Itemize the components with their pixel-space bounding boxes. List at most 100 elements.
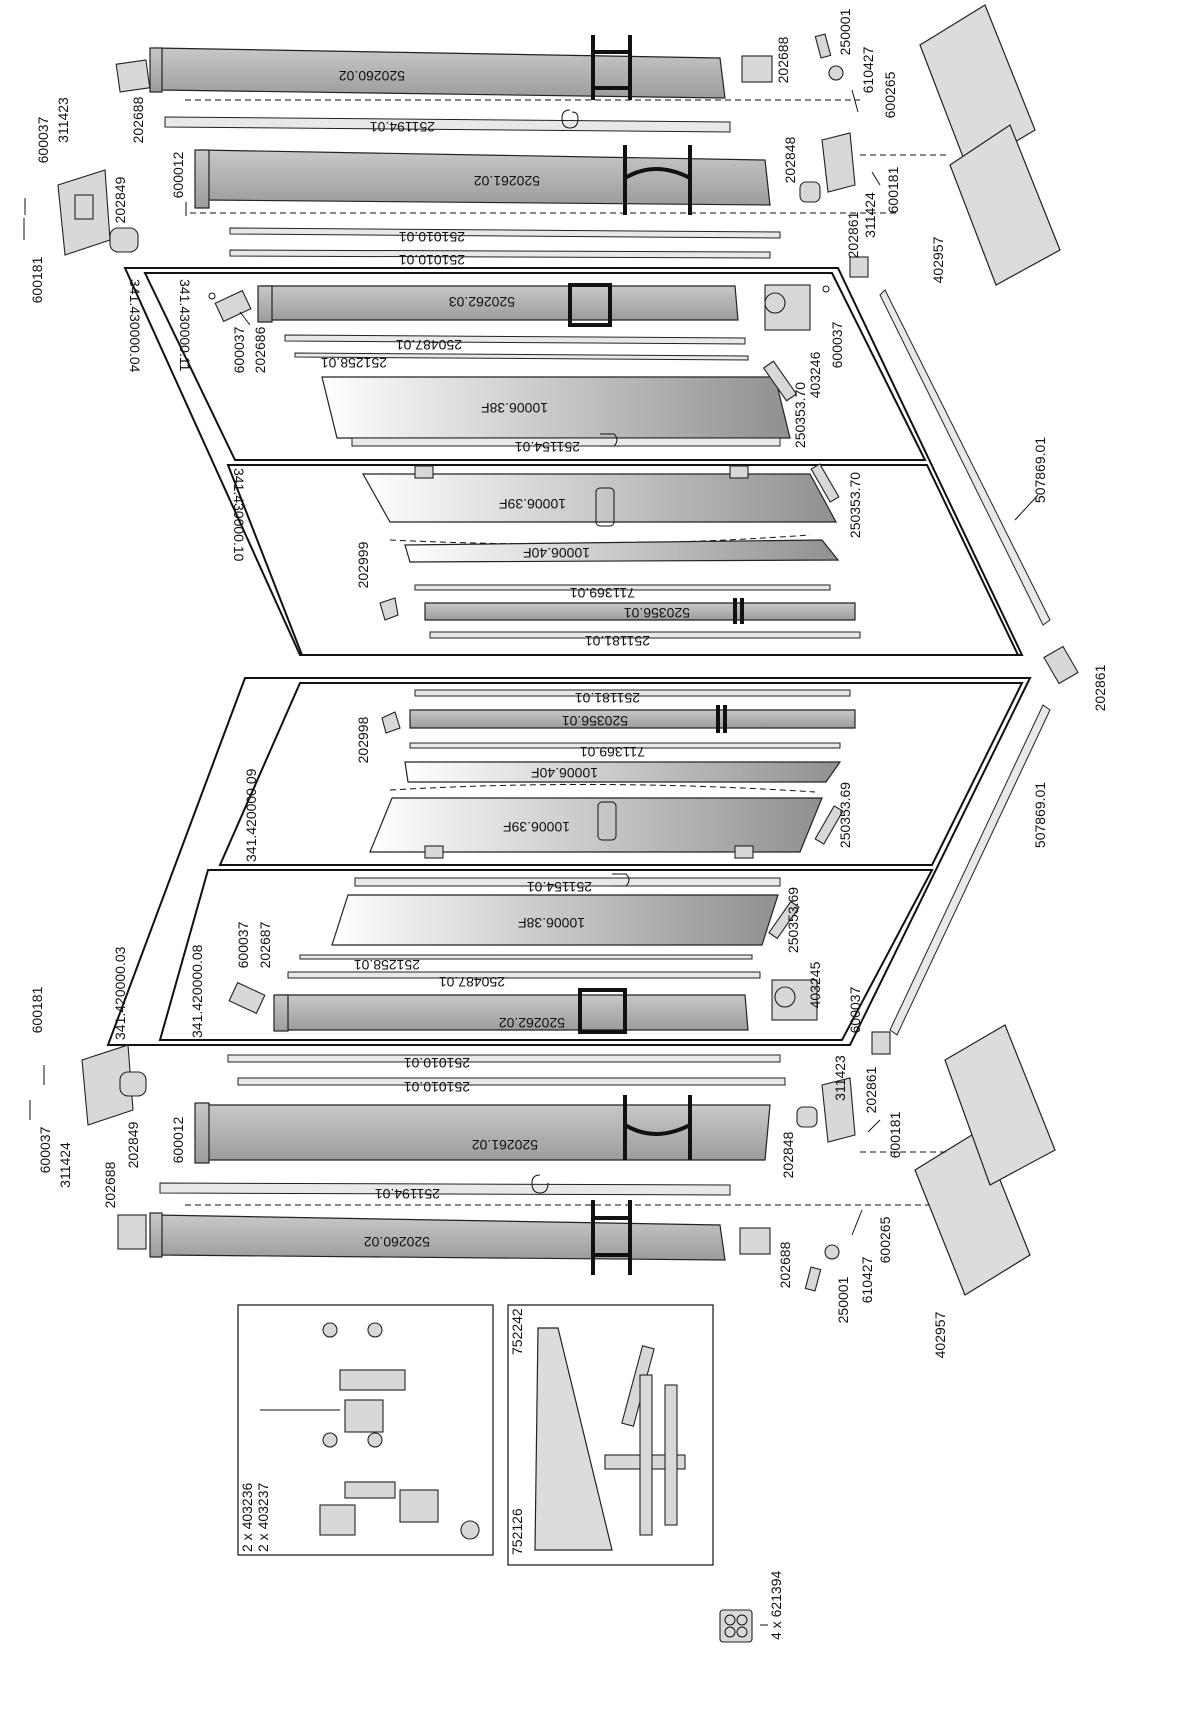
screw-600181-left-b: [871, 171, 881, 186]
label-311423-a: 311423: [55, 97, 71, 143]
seal-251258-right: [299, 954, 753, 960]
label-311423-b: 311423: [832, 1055, 848, 1101]
washer-610427-right: [824, 1244, 840, 1260]
glass-sliding-b-left: [404, 539, 840, 563]
label-311424-a: 311424: [862, 192, 878, 238]
roller-202848-right: [796, 1106, 818, 1128]
seal-251258-left: [294, 352, 749, 361]
seal-711369-right: [409, 742, 841, 749]
profile-520356-left: [424, 602, 856, 621]
strip-250353-70-a: [762, 360, 798, 402]
screw-600265-right: [851, 1209, 863, 1236]
seal-251010-right-b: [237, 1077, 786, 1086]
seal-251010-left-b: [229, 249, 771, 259]
label-520261-right: 520261.02: [472, 1137, 538, 1153]
label-202861-a: 202861: [845, 211, 861, 258]
end-cap-202688-right-a: [117, 1214, 147, 1250]
label-10006-39f-right: 10006.39F: [503, 819, 570, 835]
inset-handle-label-a: 752126: [509, 1508, 525, 1555]
label-251010-left-a: 251010.01: [399, 229, 465, 245]
label-600181-d: 600181: [887, 1111, 903, 1158]
bracket-202998: [381, 711, 401, 734]
seal-711369-left: [414, 584, 831, 591]
pads-label: 4 x 621394: [768, 1571, 784, 1640]
label-600265-a: 600265: [882, 71, 898, 118]
profile-520356-right: [409, 709, 856, 729]
label-251010-right-a: 251010.01: [404, 1055, 470, 1071]
inset-handle-box: [507, 1304, 714, 1566]
cap-202861-right: [871, 1031, 891, 1055]
top-profile-520260-left: [149, 35, 860, 101]
handle-profile-520262-left: [257, 283, 739, 327]
label-600037-c: 600037: [829, 321, 845, 368]
label-403246: 403246: [807, 351, 823, 398]
label-202688-b: 202688: [775, 36, 791, 83]
clip-icon-251154-left: [600, 433, 618, 447]
frame-box-left: [123, 267, 1024, 656]
seal-251181-right: [414, 689, 851, 697]
label-250353-70-b: 250353.70: [847, 472, 863, 538]
bracket-202687: [228, 981, 266, 1015]
label-600037-a: 600037: [35, 116, 51, 163]
end-cap-202688-right-b: [739, 1227, 771, 1255]
label-250487-right: 250487.01: [439, 974, 505, 990]
hinge-plate-311423-right: [821, 1077, 856, 1143]
handle-illustration: [534, 1327, 686, 1551]
label-250353-69-a: 250353.69: [837, 782, 853, 848]
label-10006-38f-right: 10006.38F: [518, 915, 585, 931]
label-520261-left: 520261.02: [474, 173, 540, 189]
seal-251010-right-a: [227, 1054, 781, 1063]
inset-handle-label-b: 752242: [509, 1308, 525, 1355]
label-520260-left: 520260.02: [339, 68, 405, 84]
cap-202861-left: [849, 256, 869, 278]
handle-profile-520262-right: [273, 988, 749, 1034]
seal-251194-right: [159, 1182, 731, 1196]
hinge-plate-311424-left: [821, 132, 856, 193]
label-panel-sliding-left: 341.430000.10: [231, 468, 247, 562]
handle-icon-right-a: [597, 801, 617, 841]
label-507869-b: 507869.01: [1032, 782, 1048, 848]
end-cap-202688-left-b: [741, 55, 773, 83]
label-202849-b: 202849: [125, 1121, 141, 1168]
inset-hinges-line1: 2 x 403236: [239, 1483, 255, 1552]
label-520262-right: 520262.02: [499, 1015, 565, 1031]
clip-icon-520356-left: [733, 598, 744, 624]
label-panel-fixed-left: 341.430000.11: [177, 279, 193, 372]
label-711369-left: 711369.01: [570, 585, 635, 601]
side-profile-520261-left: [190, 145, 900, 215]
seal-251154-left: [351, 437, 781, 447]
pads-621394-icon: [719, 1609, 753, 1643]
plug-250001-left: [814, 33, 832, 59]
seal-251154-right: [354, 877, 781, 887]
plug-250001-right: [804, 1266, 822, 1292]
label-402957-b: 402957: [932, 1311, 948, 1358]
label-202861-b: 202861: [1092, 664, 1108, 711]
glass-sliding-a-left: [361, 473, 838, 523]
inset-hinges-box: [237, 1304, 494, 1556]
floor-mat-402957-bottom: [860, 1024, 1056, 1296]
label-250001-a: 250001: [837, 8, 853, 55]
screw-600265-left: [851, 89, 859, 113]
top-profile-520260-right: [149, 1200, 940, 1275]
label-202688-c: 202688: [102, 1161, 118, 1208]
seal-251194-left: [164, 109, 731, 133]
label-202687: 202687: [257, 921, 273, 968]
label-403245: 403245: [807, 961, 823, 1008]
seal-251010-left-a: [229, 227, 781, 239]
label-600037-e: 600037: [847, 986, 863, 1033]
frame-box-right: [106, 677, 1032, 1046]
glass-fixed-right: [331, 894, 779, 946]
label-251258-right: 251258.01: [354, 957, 420, 973]
label-202861-c: 202861: [863, 1066, 879, 1113]
label-202688-a: 202688: [130, 96, 146, 143]
clip-right-b: [734, 845, 754, 859]
label-251154-right: 251154.01: [527, 879, 592, 895]
label-202848-b: 202848: [780, 1131, 796, 1178]
guide-403246: [764, 284, 811, 331]
label-10006-40f-left: 10006.40F: [523, 545, 590, 561]
label-520260-right: 520260.02: [364, 1234, 430, 1250]
strip-250353-69-b: [768, 900, 800, 940]
label-600181-c: 600181: [29, 986, 45, 1033]
clip-right-a: [424, 845, 444, 859]
strip-250353-69-a: [814, 805, 844, 845]
